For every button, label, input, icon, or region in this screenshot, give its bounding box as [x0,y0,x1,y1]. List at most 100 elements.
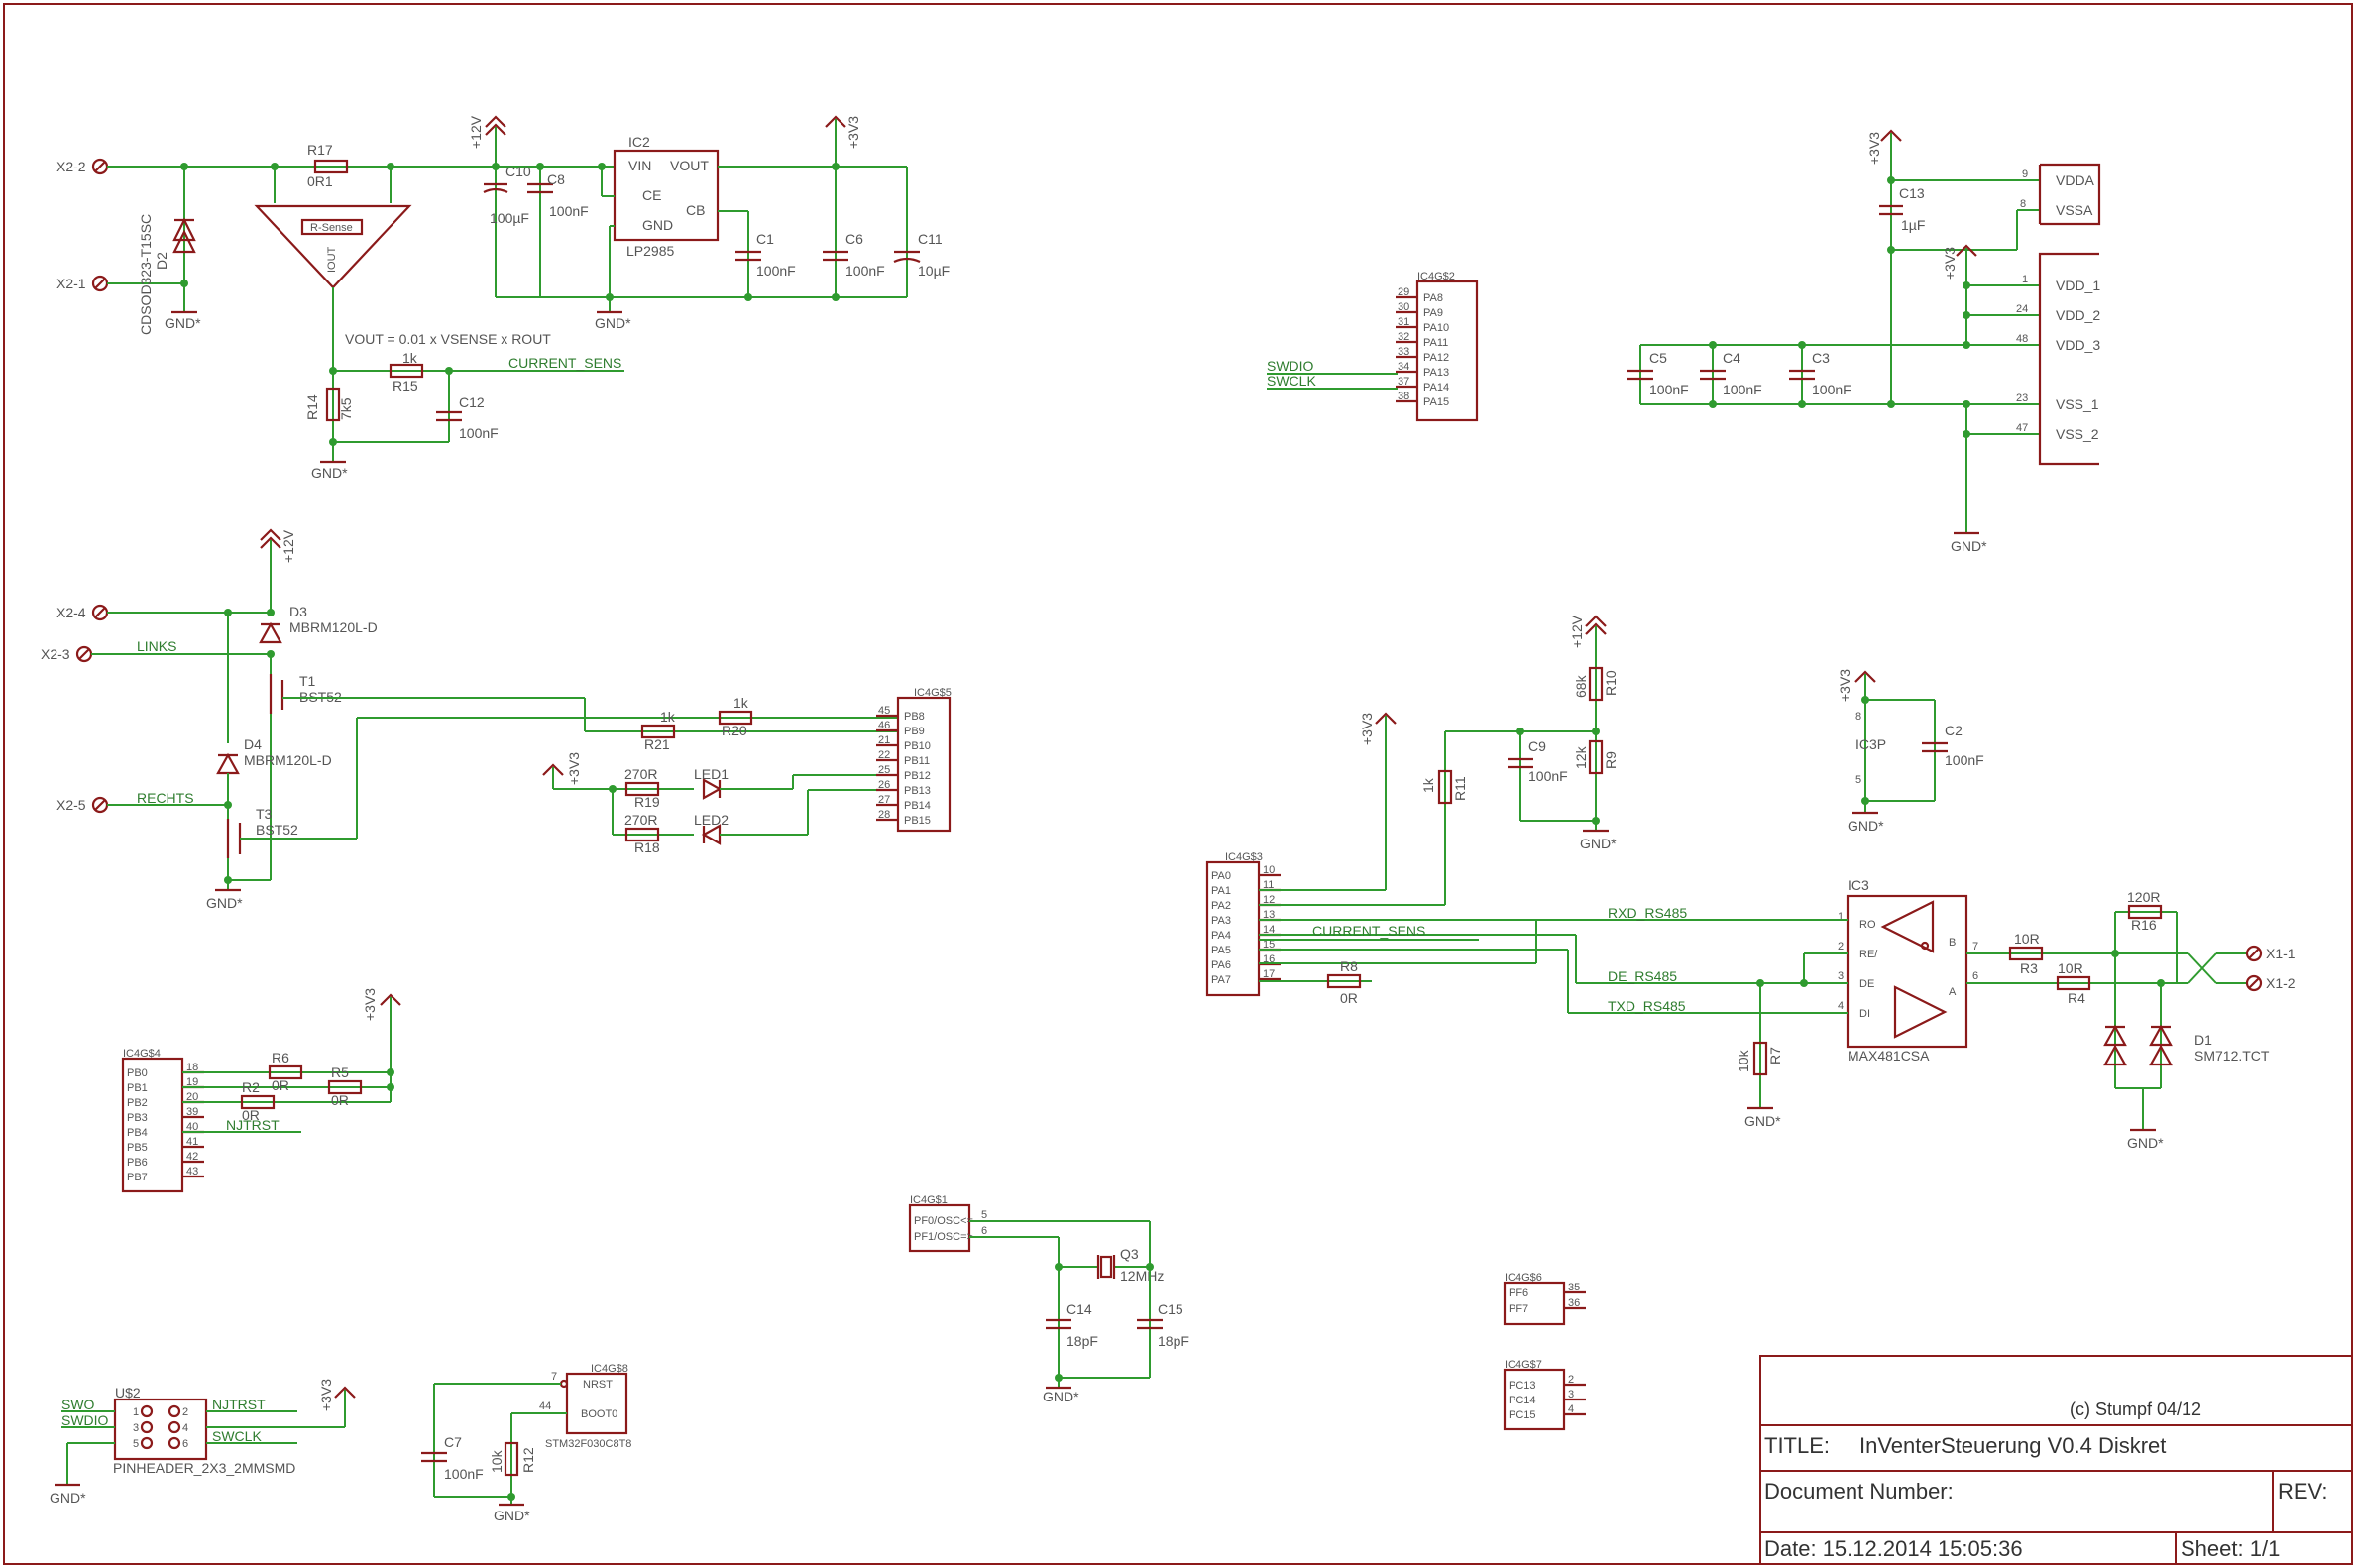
ground-symbol: GND* [595,310,631,331]
pin-number: 21 [878,734,890,746]
svg-text:GND*: GND* [1848,818,1884,834]
svg-text:VDD_2: VDD_2 [2056,307,2100,323]
svg-text:C13: C13 [1899,185,1925,201]
pin-name: PA5 [1211,945,1231,956]
resistor-r9: 12k R9 [1573,739,1619,775]
pin-number: 35 [1568,1282,1580,1293]
svg-text:+3V3: +3V3 [1942,247,1958,280]
svg-text:B: B [1949,937,1956,949]
svg-text:R2: R2 [242,1079,260,1095]
supply-3v3: +3V3 [1359,712,1397,745]
svg-text:X2-3: X2-3 [41,646,70,662]
svg-text:+12V: +12V [1569,615,1585,648]
svg-text:STM32F030C8T8: STM32F030C8T8 [545,1438,631,1450]
date-label: Date: 15.12.2014 15:05:36 [1764,1536,2023,1561]
svg-text:IC4G$4: IC4G$4 [123,1048,161,1060]
svg-text:IOUT: IOUT [326,246,338,273]
svg-text:CB: CB [686,202,705,218]
svg-text:VSS_2: VSS_2 [2056,426,2099,442]
supply-3v3: +3V3 [1942,244,1977,280]
supply-12v: +12V [260,528,296,563]
pin-number: 4 [1568,1403,1574,1415]
pin-name: PB10 [904,740,931,752]
net-swdio: SWDIO [1267,358,1314,374]
svg-text:C8: C8 [547,171,565,187]
svg-text:C1: C1 [756,231,774,247]
capacitor-c10: C10 100µF [483,164,531,297]
pin-number: 19 [186,1076,198,1088]
svg-text:R4: R4 [2068,990,2085,1006]
svg-text:100nF: 100nF [1723,382,1762,397]
pin-number: 18 [186,1062,198,1073]
rs485-section: IC4G$3 10PA011PA112PA213PA314PA415PA516P… [1205,615,2296,1151]
svg-text:+3V3: +3V3 [362,988,378,1021]
connector-x2-5: X2-5 [56,796,109,814]
svg-text:CE: CE [642,187,661,203]
svg-text:+12V: +12V [468,115,484,149]
title-text: InVenterSteuerung V0.4 Diskret [1859,1433,2166,1458]
ground-symbol: GND* [2127,1128,2164,1151]
svg-text:LED1: LED1 [694,766,729,782]
pin-name: PB12 [904,770,931,782]
pin-name: PB0 [127,1067,148,1079]
pin-name: PA4 [1211,930,1231,942]
ground-symbol: GND* [1744,1106,1781,1129]
svg-text:6: 6 [981,1225,987,1237]
pin-name: PB15 [904,815,931,827]
svg-text:IC4G$8: IC4G$8 [591,1363,628,1375]
pin-number: 12 [1263,894,1275,906]
supply-12v: +12V [468,115,506,167]
svg-text:PF0/OSC<=: PF0/OSC<= [914,1215,973,1227]
pin-name: PB11 [904,755,930,767]
svg-text:R11: R11 [1452,776,1468,801]
svg-text:X1-1: X1-1 [2266,946,2296,961]
svg-text:3: 3 [133,1422,139,1434]
svg-text:C14: C14 [1066,1301,1092,1317]
pin-number: 26 [878,779,890,791]
svg-text:44: 44 [539,1400,551,1412]
svg-text:10R: 10R [2058,960,2083,976]
svg-text:X2-4: X2-4 [56,605,86,620]
svg-text:GND*: GND* [2127,1135,2164,1151]
reset-boot-section: IC4G$8 NRST BOOT0 STM32F030C8T8 744 C710… [421,1363,631,1523]
pin-number: 10 [1263,864,1275,876]
svg-text:6: 6 [1972,970,1978,982]
svg-text:3: 3 [1838,970,1844,982]
svg-text:T3: T3 [256,806,273,822]
net-swclk: SWCLK [1267,373,1316,389]
pin-number: 39 [186,1106,198,1118]
pin-number: 11 [1263,879,1274,891]
pin-name: PA15 [1423,396,1449,408]
pin-number: 31 [1398,316,1409,328]
resistor-r15: 1k R15 [389,350,424,393]
svg-text:IC4G$2: IC4G$2 [1417,271,1455,282]
svg-text:IC4G$7: IC4G$7 [1505,1359,1542,1371]
pin-name: PB3 [127,1112,148,1124]
svg-text:R16: R16 [2131,917,2157,933]
pin-name: PA6 [1211,959,1231,971]
svg-text:T1: T1 [299,673,316,689]
svg-text:10k: 10k [489,1449,505,1473]
svg-text:CDSOD323-T15SC: CDSOD323-T15SC [138,214,154,335]
svg-text:8: 8 [2020,198,2026,210]
led-1: LED1 [694,766,729,800]
pin-name: PA3 [1211,915,1231,927]
current-sense-section: X2-2 X2-1 D2 CDSOD323-T15SC GND* R17 0R1 [56,115,950,481]
svg-text:+3V3: +3V3 [1837,669,1852,702]
pin-number: 37 [1398,376,1409,388]
svg-text:C7: C7 [444,1434,462,1450]
svg-text:BOOT0: BOOT0 [581,1408,617,1420]
pin-name: PA8 [1423,292,1443,304]
svg-text:C9: C9 [1528,738,1546,754]
